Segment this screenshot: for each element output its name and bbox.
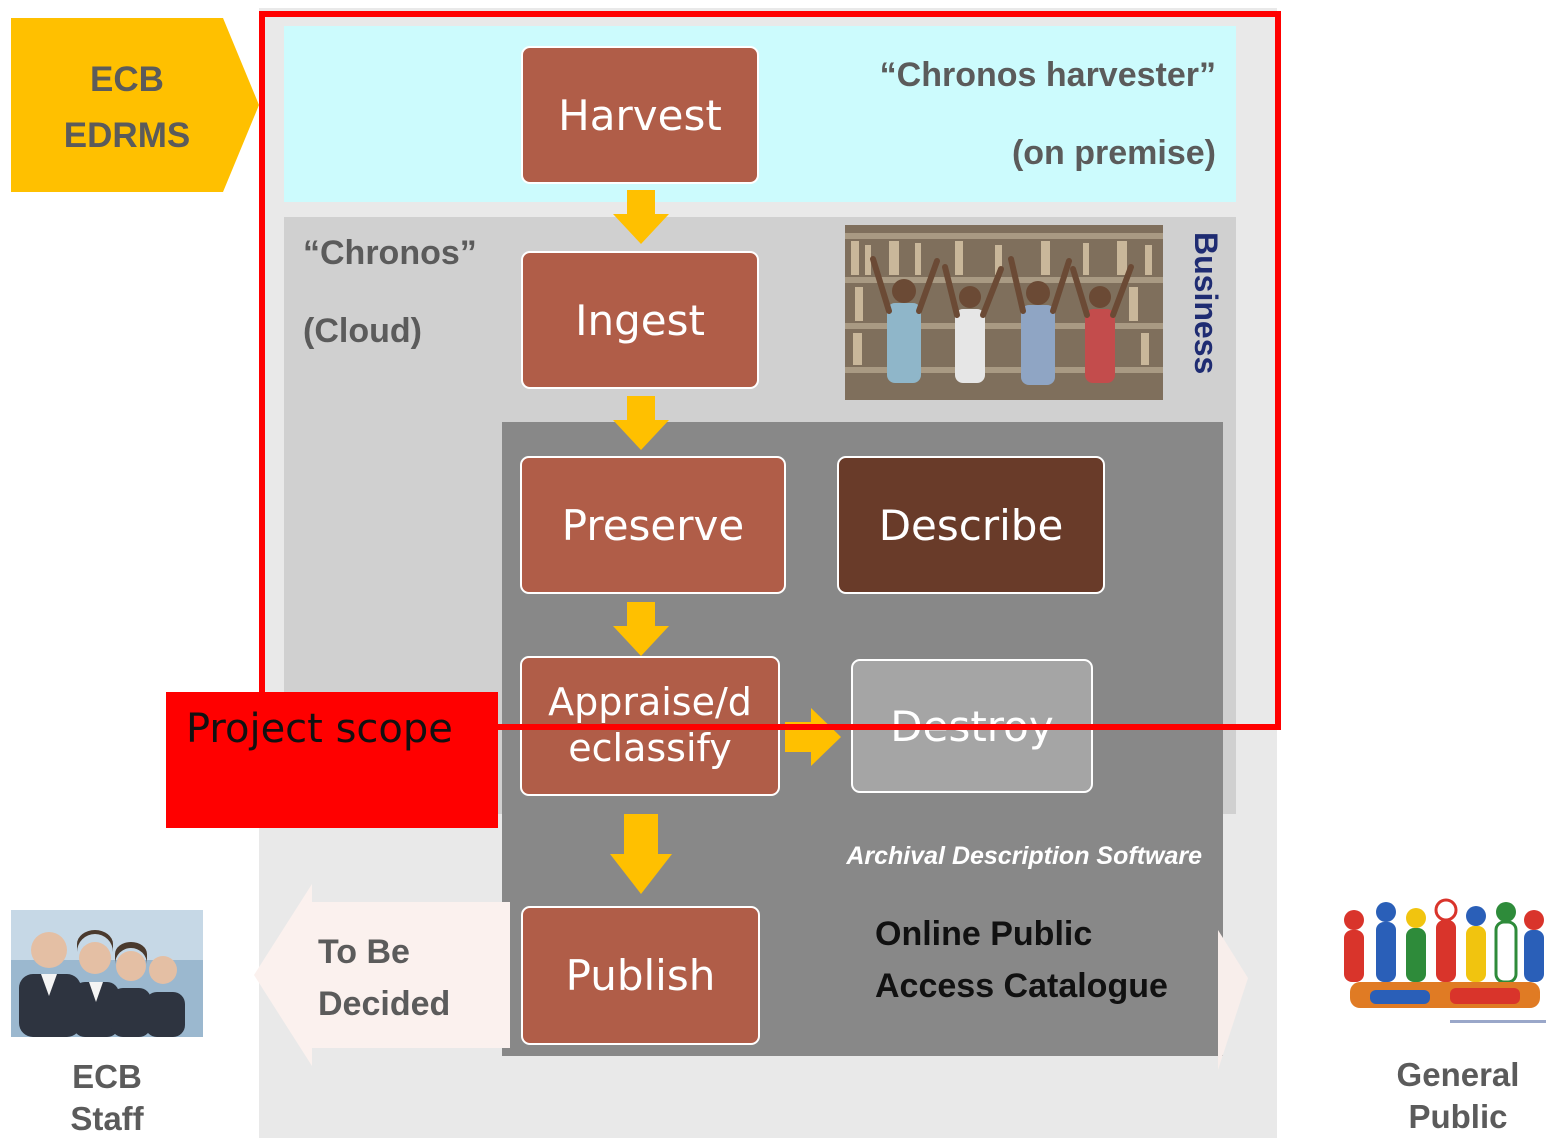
source-line2: EDRMS bbox=[63, 116, 191, 155]
public-line2: Public bbox=[1408, 1098, 1508, 1135]
harvester-location: (on premise) bbox=[1011, 134, 1216, 172]
business-users-photo bbox=[845, 225, 1163, 400]
opac-line1: Online Public bbox=[875, 915, 1093, 953]
preserve-step: Preserve bbox=[520, 456, 786, 594]
harvest-step: Harvest bbox=[521, 46, 759, 184]
arrow-appraise-publish bbox=[610, 814, 672, 894]
public-arrow bbox=[1218, 930, 1248, 1070]
archival-software-label: Archival Description Software bbox=[846, 842, 1202, 870]
project-scope-box bbox=[166, 692, 498, 828]
project-scope-label: Project scope bbox=[186, 706, 453, 752]
chronos-name: “Chronos” bbox=[303, 234, 477, 272]
describe-step: Describe bbox=[837, 456, 1105, 594]
appraise-line1: Appraise/d bbox=[548, 680, 752, 725]
harvester-zone bbox=[284, 26, 1236, 202]
general-public-caption: General Public bbox=[1360, 1054, 1553, 1138]
tbd-arrow bbox=[254, 884, 510, 1066]
tbd-line2: Decided bbox=[318, 985, 451, 1023]
ingest-step: Ingest bbox=[521, 251, 759, 389]
ecb-staff-caption: ECB Staff bbox=[11, 1056, 203, 1140]
project-scope-frame bbox=[259, 11, 1281, 730]
arrow-ingest-preserve bbox=[613, 396, 669, 450]
arrow-preserve-appraise bbox=[613, 602, 669, 656]
source-label: ECB EDRMS bbox=[11, 52, 243, 164]
arrow-harvest-ingest bbox=[613, 190, 669, 244]
harvester-name: “Chronos harvester” bbox=[879, 56, 1216, 94]
public-line1: General bbox=[1396, 1056, 1520, 1093]
source-chevron bbox=[11, 18, 259, 192]
publish-step: Publish bbox=[521, 906, 760, 1045]
opac-label: Online Public Access Catalogue bbox=[875, 908, 1168, 1012]
chronos-location: (Cloud) bbox=[303, 312, 422, 350]
ecb-staff-photo bbox=[11, 910, 203, 1037]
source-line1: ECB bbox=[90, 60, 164, 99]
tbd-label: To Be Decided bbox=[318, 926, 450, 1030]
opac-line2: Access Catalogue bbox=[875, 967, 1168, 1005]
tbd-line1: To Be bbox=[318, 933, 410, 971]
general-public-image bbox=[1330, 890, 1552, 1030]
staff-line1: ECB bbox=[72, 1058, 142, 1095]
arrow-appraise-destroy bbox=[785, 708, 841, 766]
staff-line2: Staff bbox=[70, 1100, 144, 1137]
appraise-line2: eclassify bbox=[568, 726, 732, 770]
business-label: Business bbox=[1188, 232, 1224, 375]
